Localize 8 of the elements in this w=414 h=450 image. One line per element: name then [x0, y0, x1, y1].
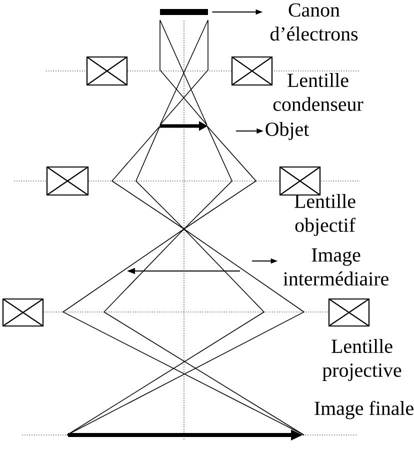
gun-bar	[160, 9, 208, 15]
callout-label: Objet	[266, 122, 310, 140]
part-label: Image finale	[314, 400, 414, 420]
callout-label: Canon d’électrons	[270, 3, 358, 41]
callout-label: Image intermédiaire	[283, 248, 388, 286]
part-label: Lentille condenseur	[273, 73, 364, 111]
part-label: Lentille objectif	[294, 194, 356, 236]
part-label: Lentille projective	[322, 339, 402, 381]
